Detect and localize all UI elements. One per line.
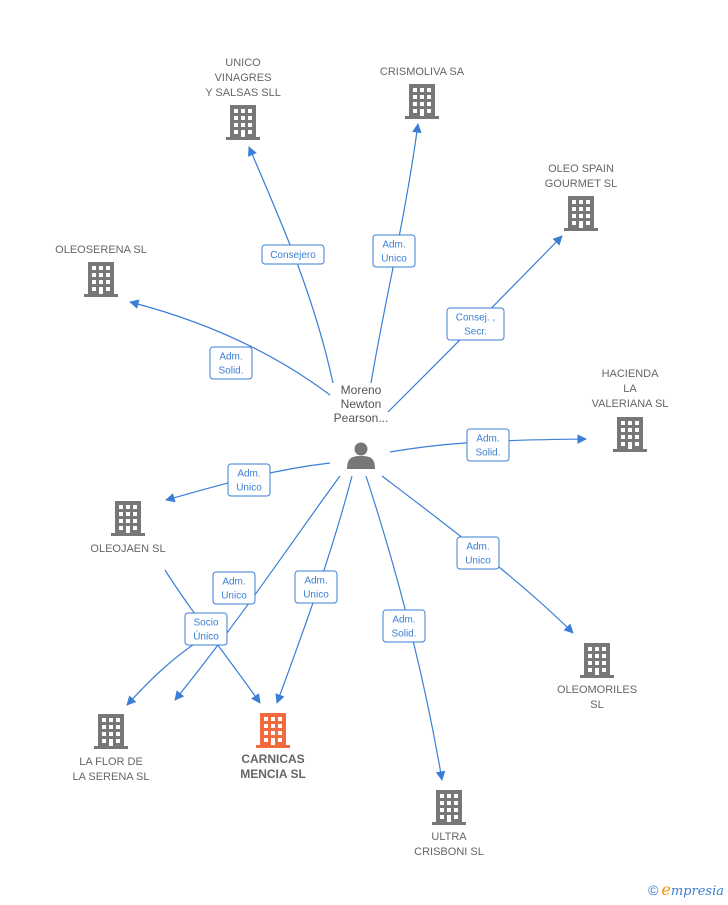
building-icon [84, 262, 118, 297]
company-name: UNICO [225, 57, 261, 69]
role-badge[interactable]: Adm. Unico [294, 570, 338, 604]
company-name: MENCIA SL [240, 767, 306, 781]
edge-line [126, 639, 201, 706]
role-badge[interactable]: Consejero [261, 244, 325, 265]
role-label: Unico [221, 591, 247, 602]
company-node-oleoserena[interactable]: OLEOSERENA SL [55, 244, 147, 297]
edge-crismoliva: Adm. Unico [370, 123, 422, 384]
company-name: GOURMET SL [545, 178, 618, 190]
company-name: CRISMOLIVA SA [380, 66, 465, 78]
role-label: Adm. [222, 577, 245, 588]
edge-line [174, 475, 341, 701]
edge-line [248, 146, 334, 384]
company-node-oleojaen[interactable]: OLEOJAEN SL [90, 501, 166, 555]
role-label: Unico [381, 254, 407, 265]
role-label: Adm. [466, 542, 489, 553]
company-node-hacienda[interactable]: HACIENDA LA VALERIANA SL [592, 368, 669, 452]
company-node-crismoliva[interactable]: CRISMOLIVA SA [380, 66, 465, 119]
company-name: LA FLOR DE [79, 756, 143, 768]
role-badge[interactable]: Adm. Unico [456, 536, 500, 570]
building-icon [432, 790, 466, 825]
building-icon [580, 643, 614, 678]
edge-ultra: Adm. Solid. [365, 475, 446, 781]
role-label: Unico [236, 483, 262, 494]
building-icon [111, 501, 145, 536]
company-name: SL [590, 699, 603, 711]
role-label: Secr. [464, 327, 487, 338]
role-label: Adm. [392, 615, 415, 626]
role-label: Consej. , [456, 313, 495, 324]
company-name: ULTRA [431, 831, 467, 843]
edge-line [129, 299, 331, 396]
person-name: Newton [341, 397, 382, 411]
role-label: Adm. [382, 240, 405, 251]
edge-oleoserena: Adm. Solid. [129, 299, 331, 396]
role-label: Unico [303, 590, 329, 601]
building-icon [94, 714, 128, 749]
company-name: LA [623, 383, 637, 395]
role-badge[interactable]: Consej. , Secr. [446, 307, 505, 341]
role-label: Adm. [476, 434, 499, 445]
company-name: LA SERENA SL [72, 771, 149, 783]
role-label: Socio [193, 618, 218, 629]
edge-unico: Consejero [248, 146, 334, 384]
building-icon [564, 196, 598, 231]
edge-hacienda: Adm. Solid. [389, 428, 587, 462]
role-badge[interactable]: Adm. Unico [372, 234, 416, 268]
company-node-oleospain[interactable]: OLEO SPAIN GOURMET SL [545, 163, 618, 231]
edge-carnicas: Adm. Unico [174, 475, 341, 701]
role-badge[interactable]: Adm. Solid. [466, 428, 510, 462]
building-icon [226, 105, 260, 140]
building-icon [405, 84, 439, 119]
company-node-laflor[interactable]: LA FLOR DE LA SERENA SL [72, 714, 150, 783]
company-node-unico[interactable]: UNICO VINAGRES Y SALSAS SLL [205, 57, 281, 140]
footer-brand[interactable]: ©empresia [648, 880, 724, 899]
company-name: OLEOSERENA SL [55, 244, 147, 256]
role-label: Adm. [237, 469, 260, 480]
role-label: Consejero [270, 250, 316, 261]
person-icon [347, 442, 375, 469]
role-badge[interactable]: Adm. Solid. [209, 346, 253, 380]
brand-logo: empresia [661, 880, 724, 899]
person-name: Moreno [341, 383, 382, 397]
company-node-oleomoriles[interactable]: OLEOMORILES SL [557, 643, 637, 711]
company-name: Y SALSAS SLL [205, 87, 281, 99]
person-name: Pearson... [334, 411, 389, 425]
edge-carnicas: Adm. Unico [275, 475, 353, 704]
building-icon [256, 713, 290, 748]
company-node-ultra[interactable]: ULTRA CRISBONI SL [414, 790, 484, 858]
nodes-layer: UNICO VINAGRES Y SALSAS SLL CRISMOLIVA SA OL… [55, 57, 668, 858]
copyright-icon: © [648, 882, 659, 898]
company-name: OLEOJAEN SL [90, 543, 165, 555]
role-label: Solid. [218, 366, 243, 377]
role-label: Solid. [475, 448, 500, 459]
person-node[interactable]: MorenoNewtonPearson... [334, 383, 389, 469]
role-badge[interactable]: Adm. Solid. [382, 609, 426, 643]
role-label: Unico [465, 556, 491, 567]
role-label: Único [193, 630, 219, 643]
company-name: CARNICAS [241, 752, 304, 766]
company-name: VINAGRES [215, 72, 272, 84]
company-name: OLEOMORILES [557, 684, 637, 696]
edge-oleojaen: Adm. Unico [165, 462, 331, 503]
edge-oleospain: Consej. , Secr. [387, 235, 563, 413]
role-label: Adm. [304, 576, 327, 587]
company-name: CRISBONI SL [414, 846, 484, 858]
role-badge[interactable]: Adm. Unico [212, 571, 256, 605]
edge-oleomoriles: Adm. Unico [381, 475, 574, 634]
role-label: Solid. [391, 629, 416, 640]
role-label: Adm. [219, 352, 242, 363]
role-badge[interactable]: Adm. Unico [227, 463, 271, 497]
company-name: HACIENDA [602, 368, 660, 380]
company-name: VALERIANA SL [592, 398, 669, 410]
building-icon [613, 417, 647, 452]
company-name: OLEO SPAIN [548, 163, 614, 175]
